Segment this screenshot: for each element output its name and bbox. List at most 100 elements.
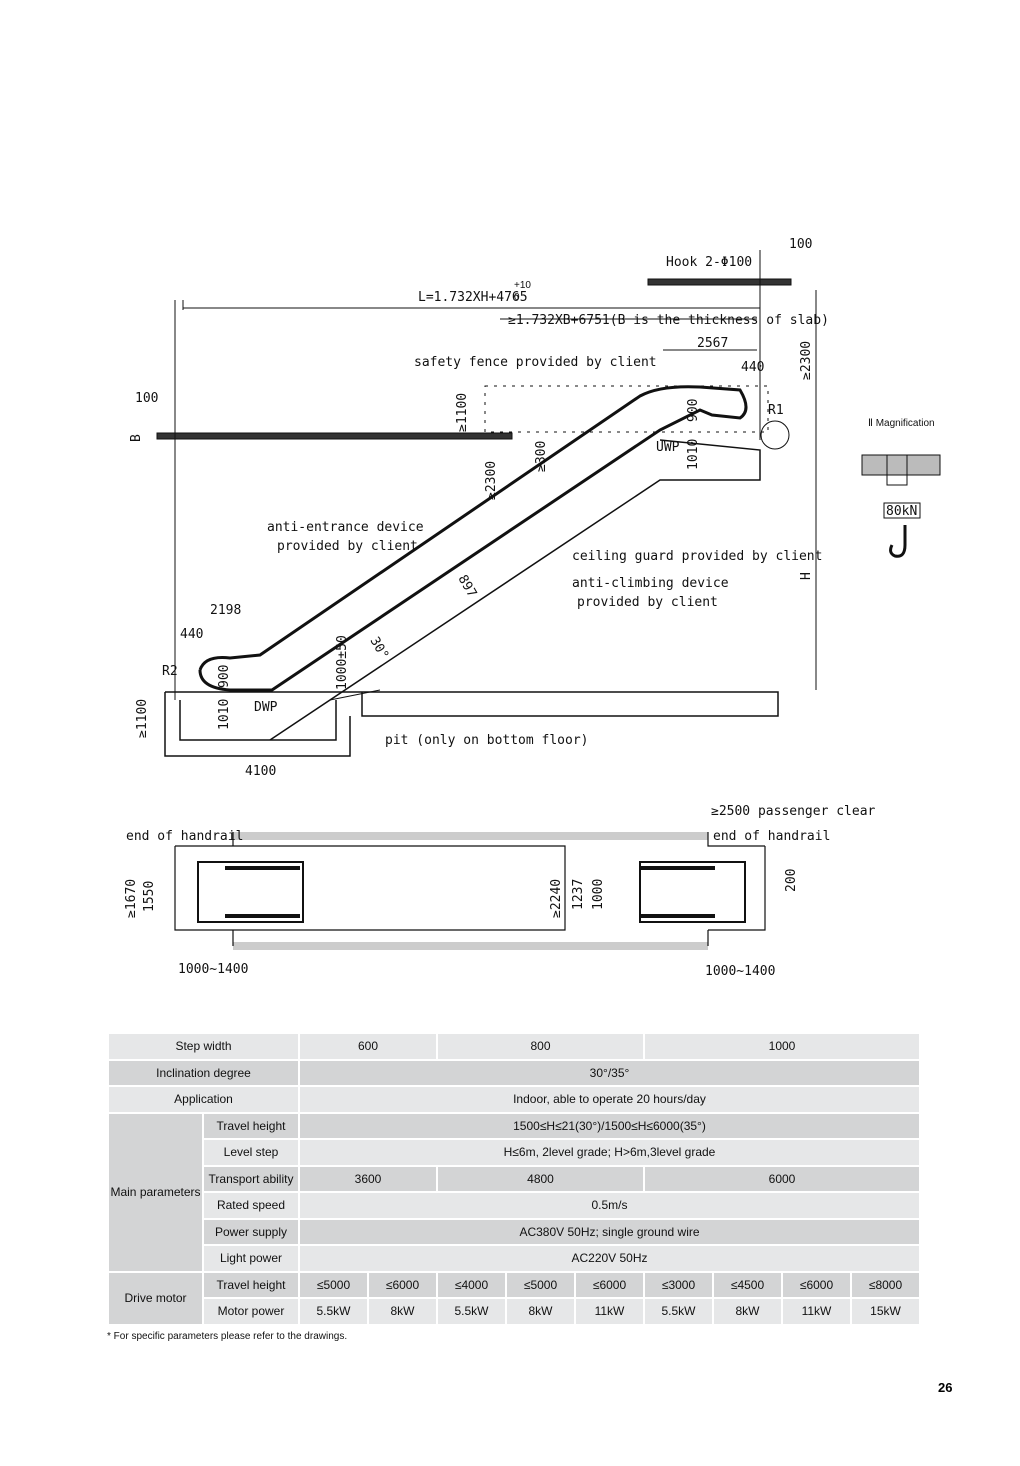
cell: 11kW bbox=[781, 1297, 852, 1326]
cell: 30°/35° bbox=[298, 1058, 921, 1087]
row-label: Transport ability bbox=[202, 1164, 300, 1193]
passenger-clear-label: ≥2500 passenger clear bbox=[711, 804, 876, 819]
dim-4100: 4100 bbox=[245, 764, 276, 779]
anti-climbing-label-2: provided by client bbox=[577, 595, 718, 610]
dwp-label: DWP bbox=[254, 700, 278, 715]
dim-2240: ≥2240 bbox=[549, 879, 564, 918]
dim-1000-50: 1000±50 bbox=[335, 635, 350, 690]
r2-label: R2 bbox=[162, 664, 178, 679]
plan-escalator-right bbox=[639, 861, 746, 923]
ceiling-slab bbox=[647, 278, 792, 286]
hook-icon bbox=[889, 525, 907, 558]
dim-slab: ≥1.732XB+6751(B is the thickness of slab… bbox=[508, 313, 829, 328]
dim-440-bottom: 440 bbox=[180, 627, 203, 642]
anti-entrance-label-2: provided by client bbox=[277, 539, 418, 554]
top-slab bbox=[156, 432, 513, 440]
dim-900-top: 900 bbox=[686, 399, 701, 422]
ceiling-guard-label: ceiling guard provided by client bbox=[572, 549, 822, 564]
cell: AC380V 50Hz; single ground wire bbox=[298, 1217, 921, 1246]
dim-2300-mid: ≥2300 bbox=[484, 461, 499, 500]
dim-1100-bottom: ≥1100 bbox=[135, 699, 150, 738]
cell: 15kW bbox=[850, 1297, 921, 1326]
row-label: Application bbox=[107, 1085, 300, 1114]
row-label: Step width bbox=[107, 1032, 300, 1061]
cell: 6000 bbox=[643, 1164, 921, 1193]
dim-1237: 1237 bbox=[571, 879, 586, 910]
dim-1000: 1000 bbox=[591, 879, 606, 910]
cell: 8kW bbox=[712, 1297, 783, 1326]
dim-100-left: 100 bbox=[135, 391, 158, 406]
row-label: Motor power bbox=[202, 1297, 300, 1326]
dim-900-bottom: 900 bbox=[217, 665, 232, 688]
cell: ≤5000 bbox=[505, 1270, 576, 1299]
dim-2198: 2198 bbox=[210, 603, 241, 618]
cell: ≤6000 bbox=[781, 1270, 852, 1299]
cell: ≤5000 bbox=[298, 1270, 369, 1299]
range-left: 1000~1400 bbox=[178, 962, 248, 977]
dim-b: B bbox=[129, 434, 144, 442]
cell: ≤6000 bbox=[574, 1270, 645, 1299]
load-label: 80kN bbox=[886, 504, 917, 519]
cell: 8kW bbox=[367, 1297, 438, 1326]
tol-upper: +10 bbox=[514, 280, 531, 291]
escalator-drawing: L=1.732XH+4765 +10 0 ≥1.732XB+6751(B is … bbox=[124, 237, 941, 979]
cell: 8kW bbox=[505, 1297, 576, 1326]
bottom-floor bbox=[164, 691, 779, 757]
dim-1010-bottom: 1010 bbox=[217, 699, 232, 730]
dim-1670: ≥1670 bbox=[124, 879, 139, 918]
dim-200: 200 bbox=[784, 869, 799, 892]
end-handrail-left: end of handrail bbox=[126, 829, 243, 844]
row-label: Travel height bbox=[202, 1111, 300, 1140]
uwp-label: UWP bbox=[656, 440, 680, 455]
cell: 4800 bbox=[436, 1164, 645, 1193]
dim-h: H bbox=[799, 572, 814, 580]
cell: 11kW bbox=[574, 1297, 645, 1326]
cell: 5.5kW bbox=[436, 1297, 507, 1326]
dim-2567: 2567 bbox=[697, 336, 728, 351]
dim-1550: 1550 bbox=[142, 881, 157, 912]
cell: 5.5kW bbox=[298, 1297, 369, 1326]
cell: ≤3000 bbox=[643, 1270, 714, 1299]
cell: Indoor, able to operate 20 hours/day bbox=[298, 1085, 921, 1114]
dim-440-top: 440 bbox=[741, 360, 764, 375]
magnification-label: Ⅱ Magnification bbox=[868, 418, 935, 429]
plan-escalator-left bbox=[197, 861, 304, 923]
plan-floor-top bbox=[233, 832, 708, 840]
dim-897: 897 bbox=[455, 573, 480, 601]
row-label: Travel height bbox=[202, 1270, 300, 1299]
row-label: Inclination degree bbox=[107, 1058, 300, 1087]
dim-1010-top: 1010 bbox=[686, 439, 701, 470]
cell: ≤6000 bbox=[367, 1270, 438, 1299]
r1-label: R1 bbox=[768, 403, 784, 418]
angle-label: 30° bbox=[367, 635, 392, 663]
page-number: 26 bbox=[938, 1380, 953, 1395]
row-label: Light power bbox=[202, 1244, 300, 1273]
cell: ≤4500 bbox=[712, 1270, 783, 1299]
cell: H≤6m, 2level grade; H>6m,3level grade bbox=[298, 1138, 921, 1167]
safety-fence-label: safety fence provided by client bbox=[414, 355, 657, 370]
cell: 5.5kW bbox=[643, 1297, 714, 1326]
truss bbox=[198, 385, 748, 692]
end-handrail-right: end of handrail bbox=[713, 829, 830, 844]
plan-floor-bottom bbox=[233, 942, 708, 950]
cell: 1500≤H≤21(30°)/1500≤H≤6000(35°) bbox=[298, 1111, 921, 1140]
cell: 1000 bbox=[643, 1032, 921, 1061]
group-label: Main parameters bbox=[107, 1111, 204, 1273]
cell: 0.5m/s bbox=[298, 1191, 921, 1220]
cell: ≤4000 bbox=[436, 1270, 507, 1299]
group-label: Drive motor bbox=[107, 1270, 204, 1326]
cell: 600 bbox=[298, 1032, 438, 1061]
row-label: Level step bbox=[202, 1138, 300, 1167]
